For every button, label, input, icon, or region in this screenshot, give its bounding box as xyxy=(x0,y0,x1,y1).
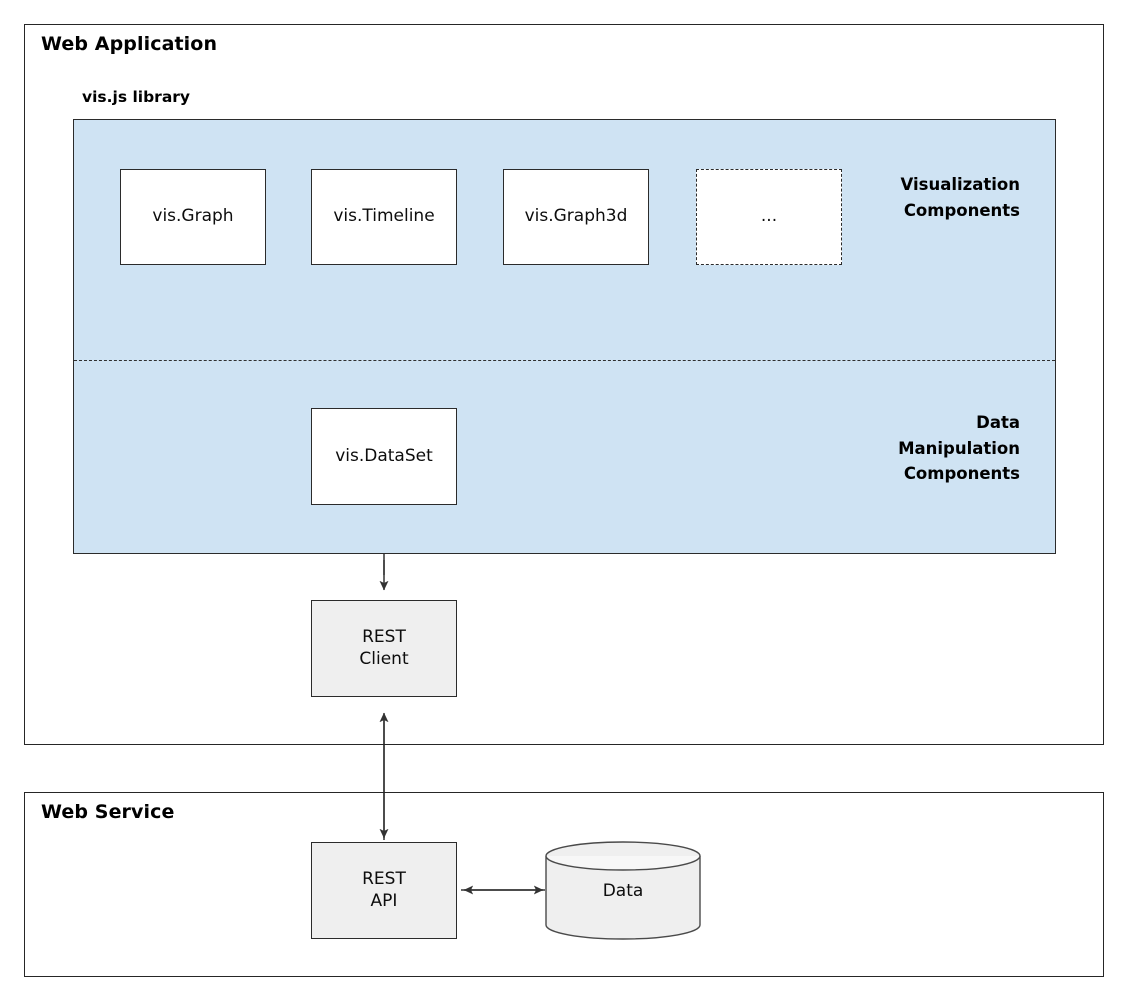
cylinder-shape xyxy=(545,841,701,940)
database-cylinder[interactable]: Data xyxy=(545,841,701,940)
web-service-title: Web Service xyxy=(41,801,175,823)
component-vis-graph[interactable]: vis.Graph xyxy=(120,169,266,265)
web-service-frame xyxy=(24,792,1104,977)
layer-separator xyxy=(74,360,1055,361)
web-application-frame xyxy=(24,24,1104,745)
visualization-components-label: Visualization Components xyxy=(900,175,1020,220)
rest-api-box[interactable]: REST API xyxy=(311,842,457,939)
rest-client-box[interactable]: REST Client xyxy=(311,600,457,697)
database-label: Data xyxy=(602,881,644,901)
component-vis-graph3d[interactable]: vis.Graph3d xyxy=(503,169,649,265)
component-vis-timeline[interactable]: vis.Timeline xyxy=(311,169,457,265)
data-manipulation-components-label: Data Manipulation Components xyxy=(898,413,1020,484)
vis-js-library-title: vis.js library xyxy=(82,88,191,106)
component-placeholder-ellipsis[interactable]: ... xyxy=(696,169,842,265)
web-application-title: Web Application xyxy=(41,33,218,55)
component-vis-dataset[interactable]: vis.DataSet xyxy=(311,408,457,505)
